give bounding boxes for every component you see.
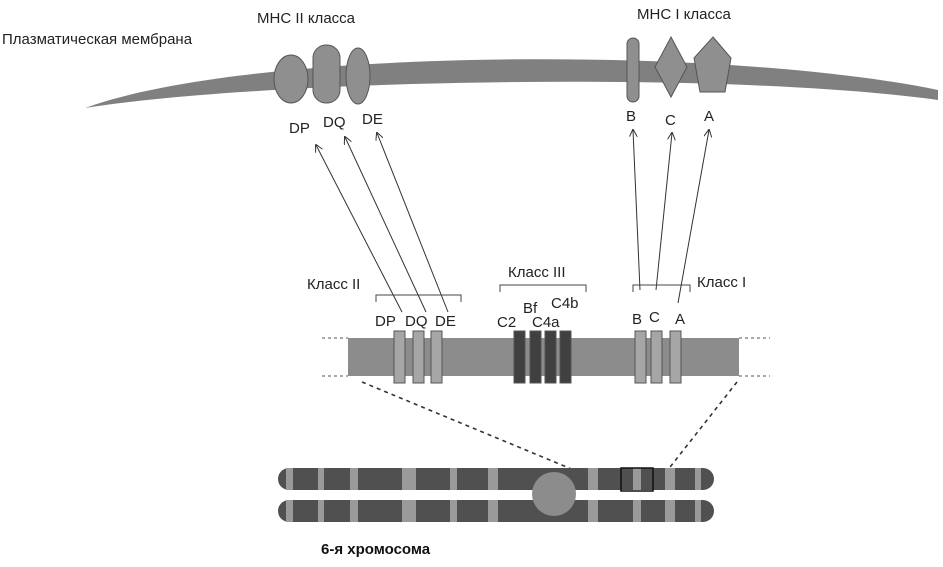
- protein-label-a: A: [704, 108, 714, 125]
- gene-label-bf: Bf: [523, 300, 538, 317]
- protein-label-c: C: [665, 112, 676, 129]
- class3-title: Класс III: [508, 264, 566, 281]
- chromosome-band: [695, 468, 701, 490]
- gene-band-c4b: [559, 330, 572, 384]
- gene-band-dp: [393, 330, 406, 384]
- gene-label-c: C: [649, 309, 660, 326]
- chromosome-band: [402, 500, 416, 522]
- chromosome-band: [665, 468, 675, 490]
- gene-band-dq2: [430, 330, 443, 384]
- mhc1-protein-b: [626, 37, 640, 103]
- chromosome-band: [350, 500, 358, 522]
- gene-label-b: B: [632, 311, 642, 328]
- chromosome-band: [488, 468, 498, 490]
- chromosome-band: [402, 468, 416, 490]
- chromosome-6: [278, 467, 714, 522]
- chromosome-band: [665, 500, 675, 522]
- chromosome-band: [633, 500, 641, 522]
- arrow-c: [655, 133, 672, 291]
- gene-label-de: DE: [435, 313, 456, 330]
- gene-strip: [322, 330, 770, 384]
- mhc1-protein-c: [654, 35, 688, 99]
- protein-label-dp: DP: [289, 120, 310, 137]
- mhc2-label: МНС II класса: [257, 10, 356, 27]
- arrow-dp: [316, 145, 403, 313]
- gene-band-dq1: [412, 330, 425, 384]
- gene-label-dq: DQ: [405, 313, 428, 330]
- gene-band-b: [634, 330, 647, 384]
- chromosome-band: [450, 468, 457, 490]
- class1-title: Класс I: [697, 274, 746, 291]
- gene-band-c4a: [544, 330, 557, 384]
- mhc1-protein-a: [693, 36, 732, 93]
- protein-label-b: B: [626, 108, 636, 125]
- membrane-label: Плазматическая мембрана: [2, 31, 193, 48]
- bracket-class1: [632, 284, 691, 292]
- bracket-class2: [375, 294, 462, 302]
- bracket-class3: [499, 284, 587, 292]
- mhc-region-box: [620, 467, 654, 492]
- protein-label-dq: DQ: [323, 114, 346, 131]
- chromosome-band: [588, 500, 598, 522]
- gene-label-a: A: [675, 311, 685, 328]
- arrow-de: [377, 133, 449, 313]
- expression-arrows: [316, 130, 709, 313]
- chromosome-label: 6-я хромосома: [321, 541, 431, 558]
- plasma-membrane: [85, 59, 938, 108]
- chromosome-band: [695, 500, 701, 522]
- mhc2-protein-dq: [312, 44, 341, 104]
- chromosome-band: [350, 468, 358, 490]
- chromosome-band: [286, 468, 293, 490]
- arrow-b: [633, 130, 641, 291]
- mhc2-protein-dp: [273, 54, 309, 104]
- mhc1-label: МНС I класса: [637, 6, 731, 23]
- class2-title: Класс II: [307, 276, 360, 293]
- chromosome-band: [488, 500, 498, 522]
- chromosome-band: [286, 500, 293, 522]
- gene-label-c2: C2: [497, 314, 516, 331]
- gene-band-c2: [513, 330, 526, 384]
- gene-band-bf: [529, 330, 542, 384]
- chromosome-band: [450, 500, 457, 522]
- gene-band-c: [650, 330, 663, 384]
- arrow-dq: [345, 137, 427, 313]
- gene-label-c4b: C4b: [551, 295, 579, 312]
- arrow-a: [677, 130, 709, 304]
- chromosome-band: [633, 468, 641, 490]
- protein-label-de: DE: [362, 111, 383, 128]
- gene-band-a: [669, 330, 682, 384]
- chromosome-band: [318, 500, 324, 522]
- gene-label-c4a: C4a: [532, 314, 560, 331]
- mhc2-protein-de: [345, 47, 371, 105]
- chromosome-band: [588, 468, 598, 490]
- gene-label-dp: DP: [375, 313, 396, 330]
- chromosome-band: [318, 468, 324, 490]
- centromere: [532, 472, 576, 516]
